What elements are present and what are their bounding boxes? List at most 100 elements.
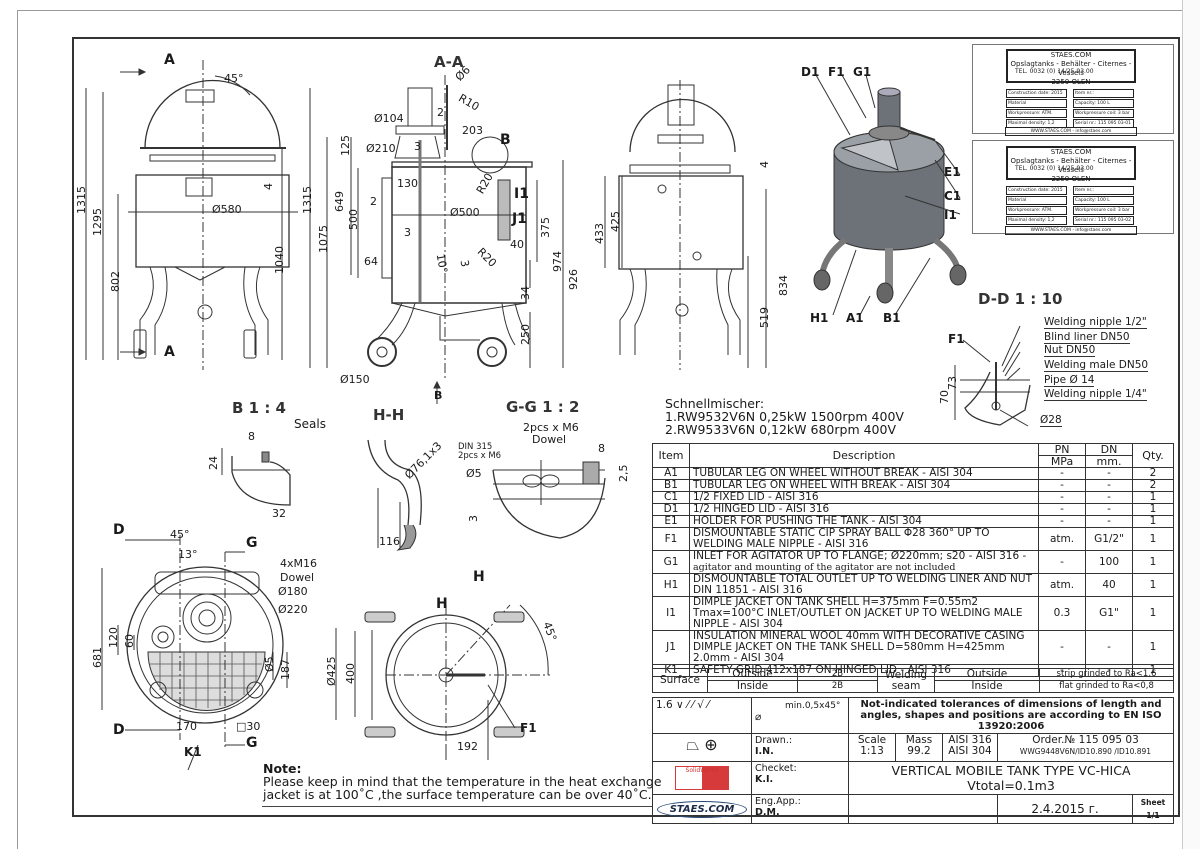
dim-label: 250 [519, 324, 532, 345]
nameplate-2: STAES.COM Opslagtanks - Behälter - Citer… [972, 140, 1174, 234]
bom-pn: atm. [1038, 573, 1086, 597]
callout-g1: G1 [853, 65, 872, 79]
bom-dn: - [1085, 515, 1133, 528]
material-cell: AISI 316 AISI 304 [942, 733, 998, 762]
dd-label: Welding nipple 1/2" [1044, 316, 1147, 329]
dim-label: 400 [344, 663, 357, 684]
dim-label: 10° [433, 252, 450, 275]
col-description: Description [689, 443, 1039, 468]
bom-pn: atm. [1038, 527, 1086, 551]
material-2: AISI 304 [948, 745, 992, 757]
bom-pn: - [1038, 515, 1086, 528]
chamfer-cell: min.0,5x45° ⌀ [751, 697, 849, 734]
bom-qty: 1 [1132, 527, 1174, 551]
bom-description: INLET FOR AGITATOR UP TO FLANGE; Ø220mm;… [689, 550, 1039, 574]
gg-label: 2pcs x M6 [523, 421, 579, 434]
bom-pn: - [1038, 630, 1086, 665]
nameplate-company: STAES.COM [1050, 148, 1092, 156]
nameplate-field: Capacity: 100 L [1073, 196, 1134, 205]
section-dd-title: D-D 1 : 10 [978, 290, 1063, 308]
col-dn-unit: mm. [1085, 455, 1133, 468]
dim-label: 187 [279, 659, 292, 680]
gg-label: Dowel [532, 433, 567, 446]
bom-pn: - [1038, 491, 1086, 504]
bom-description-text: INLET FOR AGITATOR UP TO FLANGE; Ø220mm;… [693, 550, 1027, 562]
bom-qty: 1 [1132, 573, 1174, 597]
nameplate-header: STAES.COM Opslagtanks - Behälter - Citer… [1006, 146, 1136, 183]
bottom-view [335, 604, 550, 760]
dim-label: 1315 [75, 186, 88, 214]
bom-pn: - [1038, 503, 1086, 516]
sheet-value: 1/1 [1146, 811, 1160, 820]
eng-value: D.M. [755, 807, 780, 818]
roughness-icon: ∨ ⁄ ⁄ √ ⁄ [676, 699, 710, 711]
bom-item: D1 [652, 503, 690, 516]
nameplate-field: Workpressure: ATM. [1006, 206, 1067, 215]
seals-label: Seals [294, 417, 326, 431]
section-mark-d-bottom: D [113, 722, 125, 738]
mass-cell: Mass 99.2 [895, 733, 943, 762]
dim-label: 681 [91, 647, 104, 668]
dim-label: 4 [262, 183, 275, 190]
chamfer-icon: ⌀ [755, 711, 762, 723]
cad-logo-cell: SolidWorks [652, 761, 752, 795]
bom-pn: - [1038, 467, 1086, 480]
bom-dn: - [1085, 630, 1133, 665]
dim-label: 24 [207, 456, 220, 470]
surface-inside-label: Inside [707, 680, 798, 693]
surface-outside-label: Outside [707, 668, 798, 681]
drawing-frame [72, 37, 1180, 817]
projection-symbol-icon: ⏢ ⊕ [652, 733, 752, 762]
bom-pn: - [1038, 550, 1086, 574]
nameplate-field: Item nr.: [1073, 186, 1134, 195]
section-mark-g-top: G [246, 535, 258, 551]
dim-label: □30 [236, 720, 261, 733]
dim-label: 3 [404, 226, 411, 239]
mixer-item: 1.RW9532V6N 0,25kW 1500rpm 400V [665, 409, 904, 424]
side-view [604, 80, 767, 370]
dim-label: 1040 [273, 246, 286, 274]
dim-label: 13° [178, 548, 198, 561]
dim-label: 425 [609, 211, 622, 232]
roughness-symbol: 1.6 ∨ ⁄ ⁄ √ ⁄ [652, 697, 752, 734]
weld-inside-value: flat grinded to Ra<0,8 [1039, 680, 1174, 693]
callout-d1: D1 [801, 65, 820, 79]
nameplate-line: 2250 OLEN [1051, 78, 1091, 86]
nameplate-footer: WWW.STAES.COM - info@staes.com [1005, 226, 1137, 235]
bom-dn: - [1085, 503, 1133, 516]
dim-label: 2,5 [617, 464, 630, 483]
mixer-spec: Schnellmischer: 1.RW9532V6N 0,25kW 1500r… [665, 397, 904, 436]
callout-f1-bottom: F1 [520, 721, 537, 735]
checked-label: Checket: [755, 763, 797, 774]
drawn-cell: Drawn.: I.N. [751, 733, 849, 762]
bom-qty: 1 [1132, 596, 1174, 631]
dd-label: Welding male DN50 [1044, 359, 1149, 372]
callout-f1-dd: F1 [948, 332, 965, 346]
eng-label: Eng.App.: [755, 796, 801, 807]
bom-qty: 1 [1132, 550, 1174, 574]
bom-description: TUBULAR LEG ON WHEEL WITH BREAK - AISI 3… [689, 479, 1039, 492]
sheet-cell: Sheet 1/1 [1132, 794, 1174, 824]
bom-item: F1 [652, 527, 690, 551]
nameplate-field: Maximal density: 1,2 kg/dm³ [1006, 216, 1067, 225]
dim-label: Ø500 [450, 206, 480, 219]
bom-description: TUBULAR LEG ON WHEEL WITHOUT BREAK - AIS… [689, 467, 1039, 480]
callout-k1: K1 [184, 745, 202, 759]
bom-dn: - [1085, 491, 1133, 504]
note-text: jacket is at 100˚C ,the surface temperat… [263, 787, 652, 802]
detail-mark-b: B [500, 132, 511, 148]
checked-value: K.I. [755, 774, 774, 785]
section-mark-a-bottom: A [164, 344, 175, 360]
sheet-label: Sheet [1140, 798, 1166, 807]
dim-label: 1315 [301, 186, 314, 214]
mixer-item: 2.RW9533V6N 0,12kW 680rpm 400V [665, 422, 896, 437]
bom-qty: 2 [1132, 467, 1174, 480]
bom-item: A1 [652, 467, 690, 480]
eng-cell: Eng.App.: D.M. [751, 794, 849, 824]
section-aa-view [309, 75, 564, 404]
